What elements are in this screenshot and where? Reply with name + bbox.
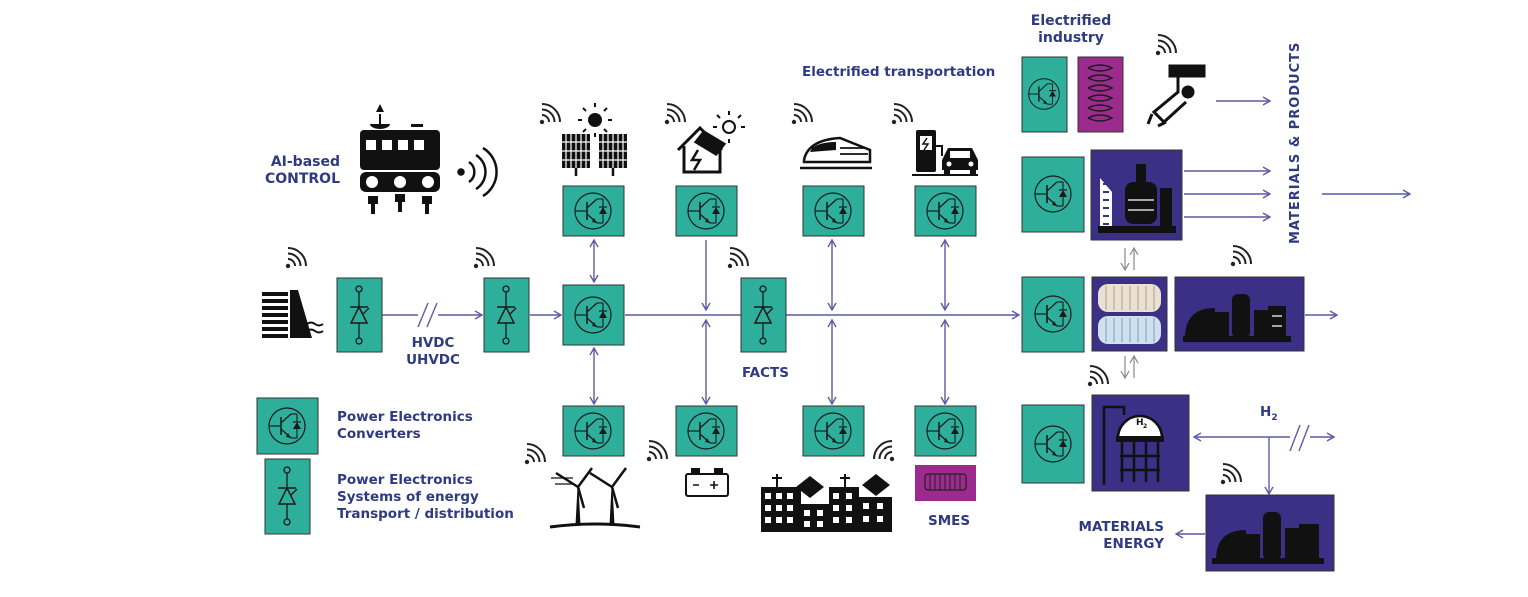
converter-buildings	[802, 405, 865, 457]
heating-coil-icon	[1077, 56, 1124, 133]
converter-smes	[914, 405, 977, 457]
smes-coil-icon	[915, 465, 976, 501]
wifi-icon	[523, 443, 546, 466]
ev-charging-icon	[912, 130, 978, 176]
materials-products-label: MATERIALS & PRODUCTS	[1288, 41, 1303, 244]
ai-control-label: AI-based CONTROL	[264, 154, 340, 187]
wind-turbines-icon	[549, 467, 641, 529]
converter-train	[802, 185, 865, 237]
robot-arm-icon	[1146, 64, 1206, 128]
chemical-plant-icon	[1174, 276, 1305, 352]
converter-industry	[1021, 56, 1068, 133]
wifi-icon	[1154, 34, 1177, 57]
converter-storage	[1021, 276, 1085, 353]
materials-energy-label: MATERIALS ENERGY	[1078, 519, 1164, 552]
smart-buildings-icon	[761, 474, 892, 532]
thyristor-hvdc-receiver	[483, 277, 530, 353]
h2-subscript: 2	[1271, 413, 1278, 423]
hvdc-break-mark-2	[426, 302, 438, 328]
h2-label: H2	[1260, 404, 1278, 423]
solar-house-icon	[676, 111, 745, 174]
storage-cylinder-icon	[1091, 276, 1168, 352]
thyristor-hydro	[336, 277, 383, 353]
refinery-icon	[1205, 494, 1335, 572]
wifi-icon	[472, 247, 495, 270]
solar-panels-icon	[562, 103, 627, 176]
wifi-icon	[1229, 245, 1252, 268]
wifi-icon	[645, 440, 668, 463]
h2-break-mark-2	[1298, 424, 1310, 452]
wifi-icon	[1219, 463, 1242, 486]
storage-exchange-arrows	[1125, 248, 1134, 378]
legend-converters-label: Power Electronics Converters	[337, 409, 473, 442]
converter-battery	[675, 405, 738, 457]
legend-thyristor-swatch	[264, 458, 311, 535]
ai-control-icon	[360, 104, 440, 214]
high-speed-train-icon	[800, 136, 872, 170]
wifi-icon	[538, 103, 561, 126]
wifi-icon	[663, 103, 686, 126]
wifi-icon	[284, 247, 307, 270]
thyristor-facts	[740, 277, 787, 353]
wifi-icon	[1086, 365, 1109, 388]
wifi-icon	[873, 440, 896, 463]
smes-label: SMES	[928, 513, 971, 529]
broadcast-signal-icon	[457, 146, 498, 198]
hvdc-break-mark-1	[417, 302, 429, 328]
hydrogen-tank-icon: H 2	[1091, 394, 1190, 492]
facts-label: FACTS	[742, 365, 789, 381]
converter-solar-house	[675, 185, 738, 237]
converter-plant	[1021, 156, 1085, 233]
wifi-icon	[726, 247, 749, 270]
converter-wind	[562, 405, 625, 457]
wifi-icon	[890, 103, 913, 126]
legend-converter-swatch	[256, 397, 319, 455]
svg-text:2: 2	[1143, 423, 1147, 430]
electrified-industry-label: Electrified industry	[1030, 13, 1112, 46]
industrial-plant-icon	[1090, 149, 1183, 241]
connections	[382, 101, 1410, 534]
battery-icon	[685, 468, 729, 497]
converter-hydrogen	[1021, 404, 1085, 484]
converter-ev	[914, 185, 977, 237]
hydro-dam-icon	[262, 290, 324, 338]
converter-solar-panels	[562, 185, 625, 237]
legend-systems-label: Power Electronics Systems of energy Tran…	[337, 472, 514, 522]
wifi-icon	[790, 103, 813, 126]
electrified-transportation-label: Electrified transportation	[802, 64, 996, 80]
hvdc-label: HVDC UHVDC	[406, 335, 460, 368]
h2-break-mark-1	[1289, 424, 1301, 452]
svg-text:H: H	[1136, 418, 1144, 428]
converter-hub	[562, 284, 625, 346]
